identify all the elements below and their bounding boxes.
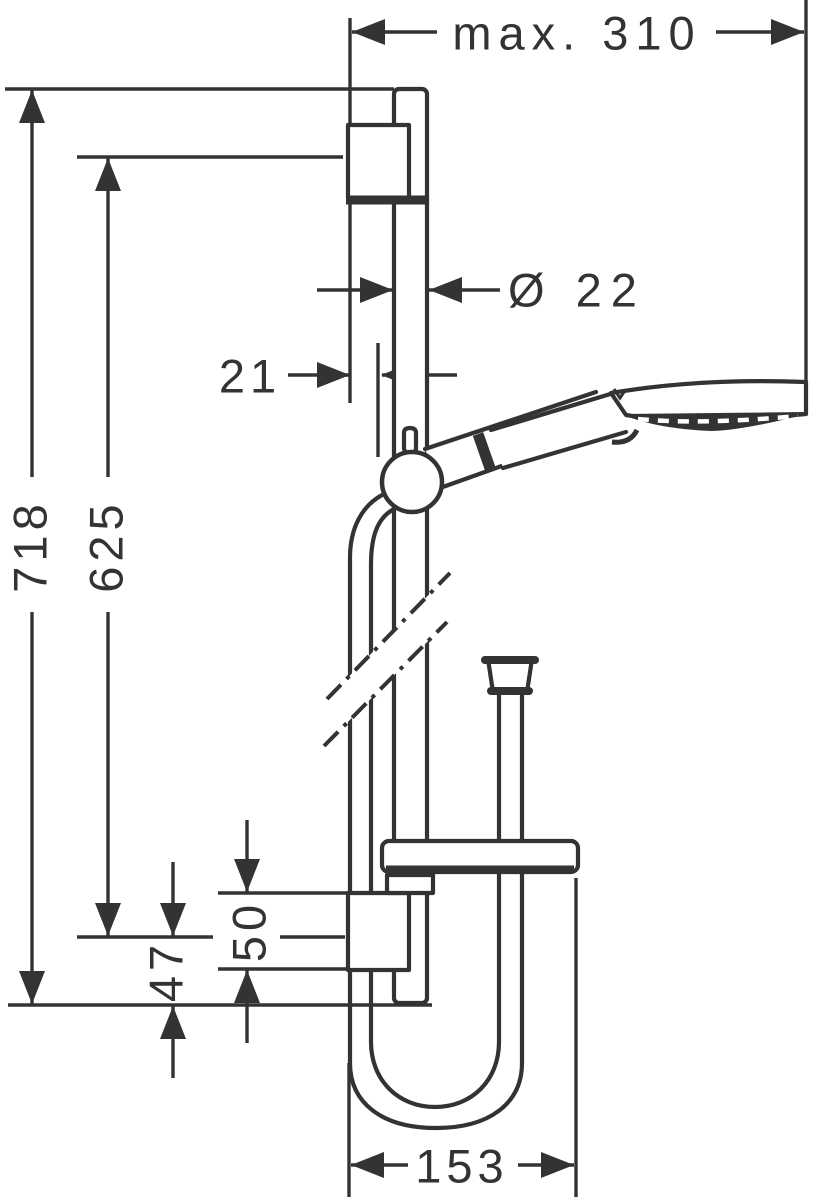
- dim-label-wall-clearance: 21: [219, 350, 281, 403]
- slider-knob: [379, 449, 445, 515]
- soap-dish: [379, 838, 581, 896]
- arrow-up-icon: [95, 158, 121, 191]
- cone-top-edge: [488, 389, 620, 433]
- bracket-body: [345, 890, 412, 973]
- handle-top-edge: [422, 389, 599, 452]
- break-line-lower: [322, 620, 449, 748]
- break-mark: [322, 571, 452, 748]
- rail-bar: [391, 86, 430, 1006]
- head-joint-curl: [611, 428, 640, 445]
- top-wall-bracket: [345, 122, 429, 205]
- dim-label-bracket-span: 50: [223, 900, 276, 962]
- dim-label-total-height: 718: [4, 499, 57, 592]
- shower-rail-bar: [391, 86, 430, 1006]
- bracket-body: [345, 122, 412, 201]
- hose-connector: [481, 656, 539, 695]
- handle-grip-ring: [472, 432, 497, 473]
- dim-label-base-depth: 153: [415, 1140, 508, 1193]
- arrow-down-icon: [19, 971, 45, 1004]
- arrow-left-icon: [352, 19, 385, 45]
- arrow-left-icon: [429, 277, 462, 303]
- dim-label-bar-diameter: Ø 22: [508, 264, 646, 317]
- bottom-wall-bracket: [345, 890, 412, 973]
- arrow-right-icon: [541, 1152, 574, 1178]
- cone-bottom-edge: [500, 429, 629, 471]
- dim-label-slide-height: 625: [80, 499, 133, 592]
- break-line-upper: [325, 571, 452, 701]
- slider-knob-circle: [379, 449, 445, 515]
- arrow-up-icon: [234, 970, 260, 1003]
- arrow-down-icon: [234, 859, 260, 892]
- spray-cone-fill: [491, 392, 628, 468]
- shower-head-spray-face: [625, 412, 807, 432]
- head-notch: [612, 388, 626, 401]
- arrow-right-icon: [771, 19, 804, 45]
- hose-inner-edge: [368, 506, 502, 1110]
- hose-outer-edge: [347, 491, 525, 1131]
- dim-label-max-width: max. 310: [452, 7, 701, 60]
- arrow-down-icon: [95, 903, 121, 936]
- break-gap: [324, 573, 450, 746]
- arrow-down-icon: [160, 903, 186, 936]
- arrow-up-icon: [19, 90, 45, 123]
- arrow-right-icon: [360, 277, 393, 303]
- arrow-left-icon: [351, 1152, 384, 1178]
- dish-clamp: [384, 872, 436, 896]
- shower-hose: [347, 491, 525, 1131]
- hand-shower: [422, 379, 809, 491]
- arrow-right-icon: [317, 362, 350, 388]
- arrow-up-icon: [160, 1006, 186, 1039]
- dim-label-bottom-offset: 47: [140, 940, 193, 1002]
